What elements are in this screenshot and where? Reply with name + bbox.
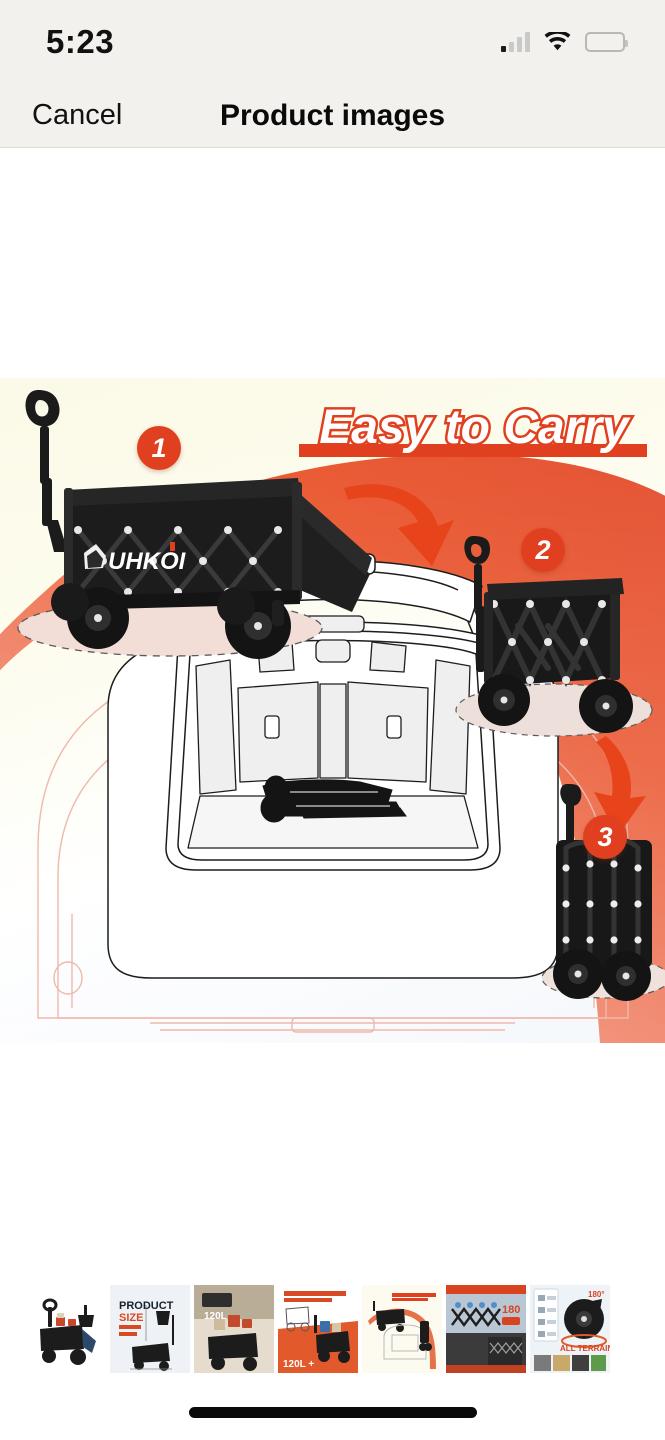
thumbnail-strip[interactable]: PRODUCT SIZE 120L xyxy=(0,1285,665,1373)
image-gallery-viewer[interactable]: UHKOI xyxy=(0,149,665,1259)
page-title: Product images xyxy=(219,98,446,132)
thumbnail-3[interactable]: 120L xyxy=(194,1285,274,1373)
thumbnail-5[interactable] xyxy=(362,1285,442,1373)
navigation-bar: Cancel Product images xyxy=(0,84,665,148)
step-badge-1: 1 xyxy=(137,426,181,470)
thumbnail-1[interactable] xyxy=(26,1285,106,1373)
thumbnail-6[interactable]: 180 xyxy=(446,1285,526,1373)
cellular-signal-icon xyxy=(501,32,530,52)
svg-text:ALL TERRAIN: ALL TERRAIN xyxy=(560,1344,610,1353)
svg-text:180: 180 xyxy=(502,1304,520,1316)
thumbnail-2[interactable]: PRODUCT SIZE xyxy=(110,1285,190,1373)
wagon-unfolded-illustration: UHKOI xyxy=(17,390,372,659)
status-bar: 5:23 xyxy=(0,0,665,84)
svg-text:120L +: 120L + xyxy=(283,1359,314,1370)
thumbnail-4[interactable]: 120L + xyxy=(278,1285,358,1373)
home-indicator-bar xyxy=(188,1407,477,1418)
thumbnail-7[interactable]: 180° ALL TERRAIN xyxy=(530,1285,610,1373)
svg-text:UHKOI: UHKOI xyxy=(108,548,187,575)
hero-headline-text: Easy to Carry xyxy=(319,401,631,454)
curved-arrow-icon xyxy=(344,484,646,836)
hero-product-image[interactable]: UHKOI xyxy=(0,378,665,1043)
cancel-button[interactable]: Cancel xyxy=(32,99,123,131)
svg-text:120L: 120L xyxy=(204,1311,227,1322)
svg-text:180°: 180° xyxy=(588,1290,605,1299)
hero-headline: Easy to Carry xyxy=(295,399,653,464)
brand-logo-mark: UHKOI xyxy=(84,542,187,575)
step-badge-3: 3 xyxy=(583,815,627,859)
status-bar-icons xyxy=(501,30,628,52)
wagon-folded-upright-illustration xyxy=(541,784,665,1001)
svg-text:SIZE: SIZE xyxy=(119,1312,143,1324)
status-bar-clock: 5:23 xyxy=(46,23,115,60)
wagon-collapsing-illustration xyxy=(455,536,653,737)
step-badge-2: 2 xyxy=(521,528,565,572)
wifi-icon xyxy=(544,30,571,52)
battery-low-icon xyxy=(585,32,628,52)
